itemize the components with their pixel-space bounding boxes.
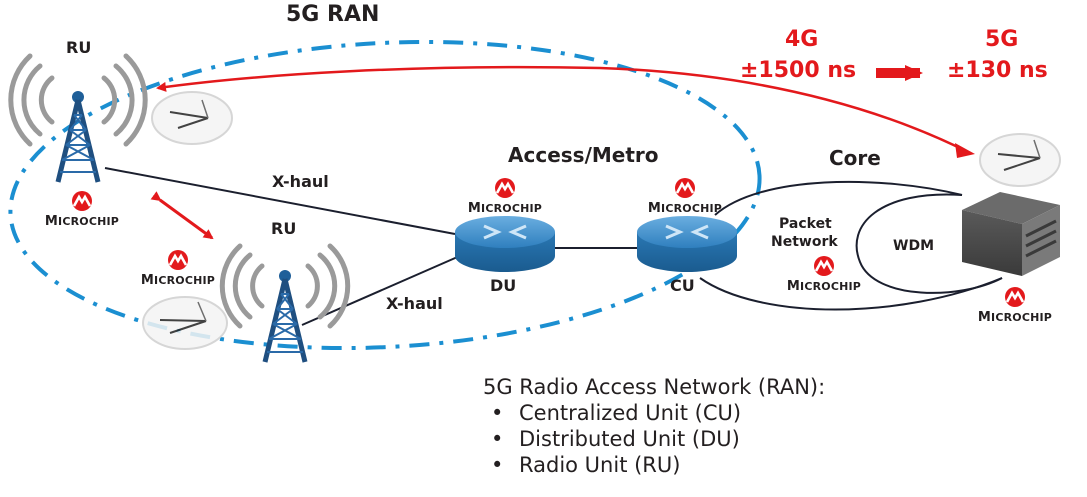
bullet-icon: • — [491, 453, 504, 477]
clock-icon-core — [979, 133, 1061, 187]
wdm-curve — [855, 193, 1003, 294]
ru-bottom-label: RU — [271, 219, 297, 238]
ran-legend: 5G Radio Access Network (RAN): •Centrali… — [483, 374, 825, 478]
microchip-mark-icon — [168, 250, 188, 270]
microchip-logo-ru-bottom: MICROCHIP — [138, 250, 218, 288]
packet-network-curve-bottom — [699, 277, 1003, 311]
legend-item: •Radio Unit (RU) — [491, 453, 681, 477]
wdm-label: WDM — [893, 238, 934, 254]
packet-network-label-line1: Packet — [779, 216, 832, 232]
microchip-logo-ru-top: MICROCHIP — [42, 191, 122, 229]
bullet-icon: • — [491, 427, 504, 451]
xhaul-link-top — [104, 167, 456, 235]
microchip-logo-packet-network: MICROCHIP — [784, 256, 864, 294]
ru-top-label: RU — [66, 38, 92, 57]
xhaul-link-bottom — [301, 254, 463, 326]
packet-network-label-line2: Network — [771, 234, 838, 250]
clock-icon-ru-top — [151, 91, 233, 145]
bullet-icon: • — [491, 401, 504, 425]
du-label: DU — [490, 276, 517, 295]
microchip-logo-cu: MICROCHIP — [645, 178, 725, 216]
access-metro-label: Access/Metro — [508, 143, 659, 167]
microchip-mark-icon — [72, 191, 92, 211]
sync-5g-generation: 5G — [985, 27, 1019, 52]
microchip-mark-icon — [675, 178, 695, 198]
microchip-mark-icon — [814, 256, 834, 276]
microchip-mark-icon — [495, 178, 515, 198]
microchip-logo-core: MICROCHIP — [975, 287, 1055, 325]
microchip-logo-du: MICROCHIP — [465, 178, 545, 216]
cu-router-icon — [637, 216, 737, 272]
cu-label: CU — [670, 276, 695, 295]
packet-network-curve — [714, 180, 963, 216]
microchip-mark-icon — [1005, 287, 1025, 307]
ru-top-tower-icon — [8, 53, 148, 183]
sync-arrow — [156, 65, 969, 154]
xhaul-top-label: X-haul — [272, 172, 329, 191]
sync-arrow-head-core — [955, 143, 975, 158]
legend-item: •Distributed Unit (DU) — [491, 427, 740, 451]
sync-4g-accuracy: ±1500 ns — [740, 58, 857, 83]
legend-list: •Centralized Unit (CU) •Distributed Unit… — [483, 400, 825, 478]
sync-4g-generation: 4G — [785, 27, 819, 52]
xhaul-bottom-label: X-haul — [386, 294, 443, 313]
core-server-icon — [962, 192, 1060, 276]
ru-bottom-tower-icon — [219, 243, 351, 363]
sync-5g-accuracy: ±130 ns — [947, 58, 1048, 83]
ran-region-label: 5G RAN — [286, 2, 380, 27]
legend-item: •Centralized Unit (CU) — [491, 401, 742, 425]
ru-sync-double-arrow — [150, 191, 214, 240]
clock-icon-ru-bottom — [142, 296, 228, 350]
legend-title: 5G Radio Access Network (RAN): — [483, 375, 826, 399]
core-label: Core — [829, 146, 881, 170]
du-router-icon — [455, 216, 555, 272]
ran-boundary — [8, 39, 762, 351]
